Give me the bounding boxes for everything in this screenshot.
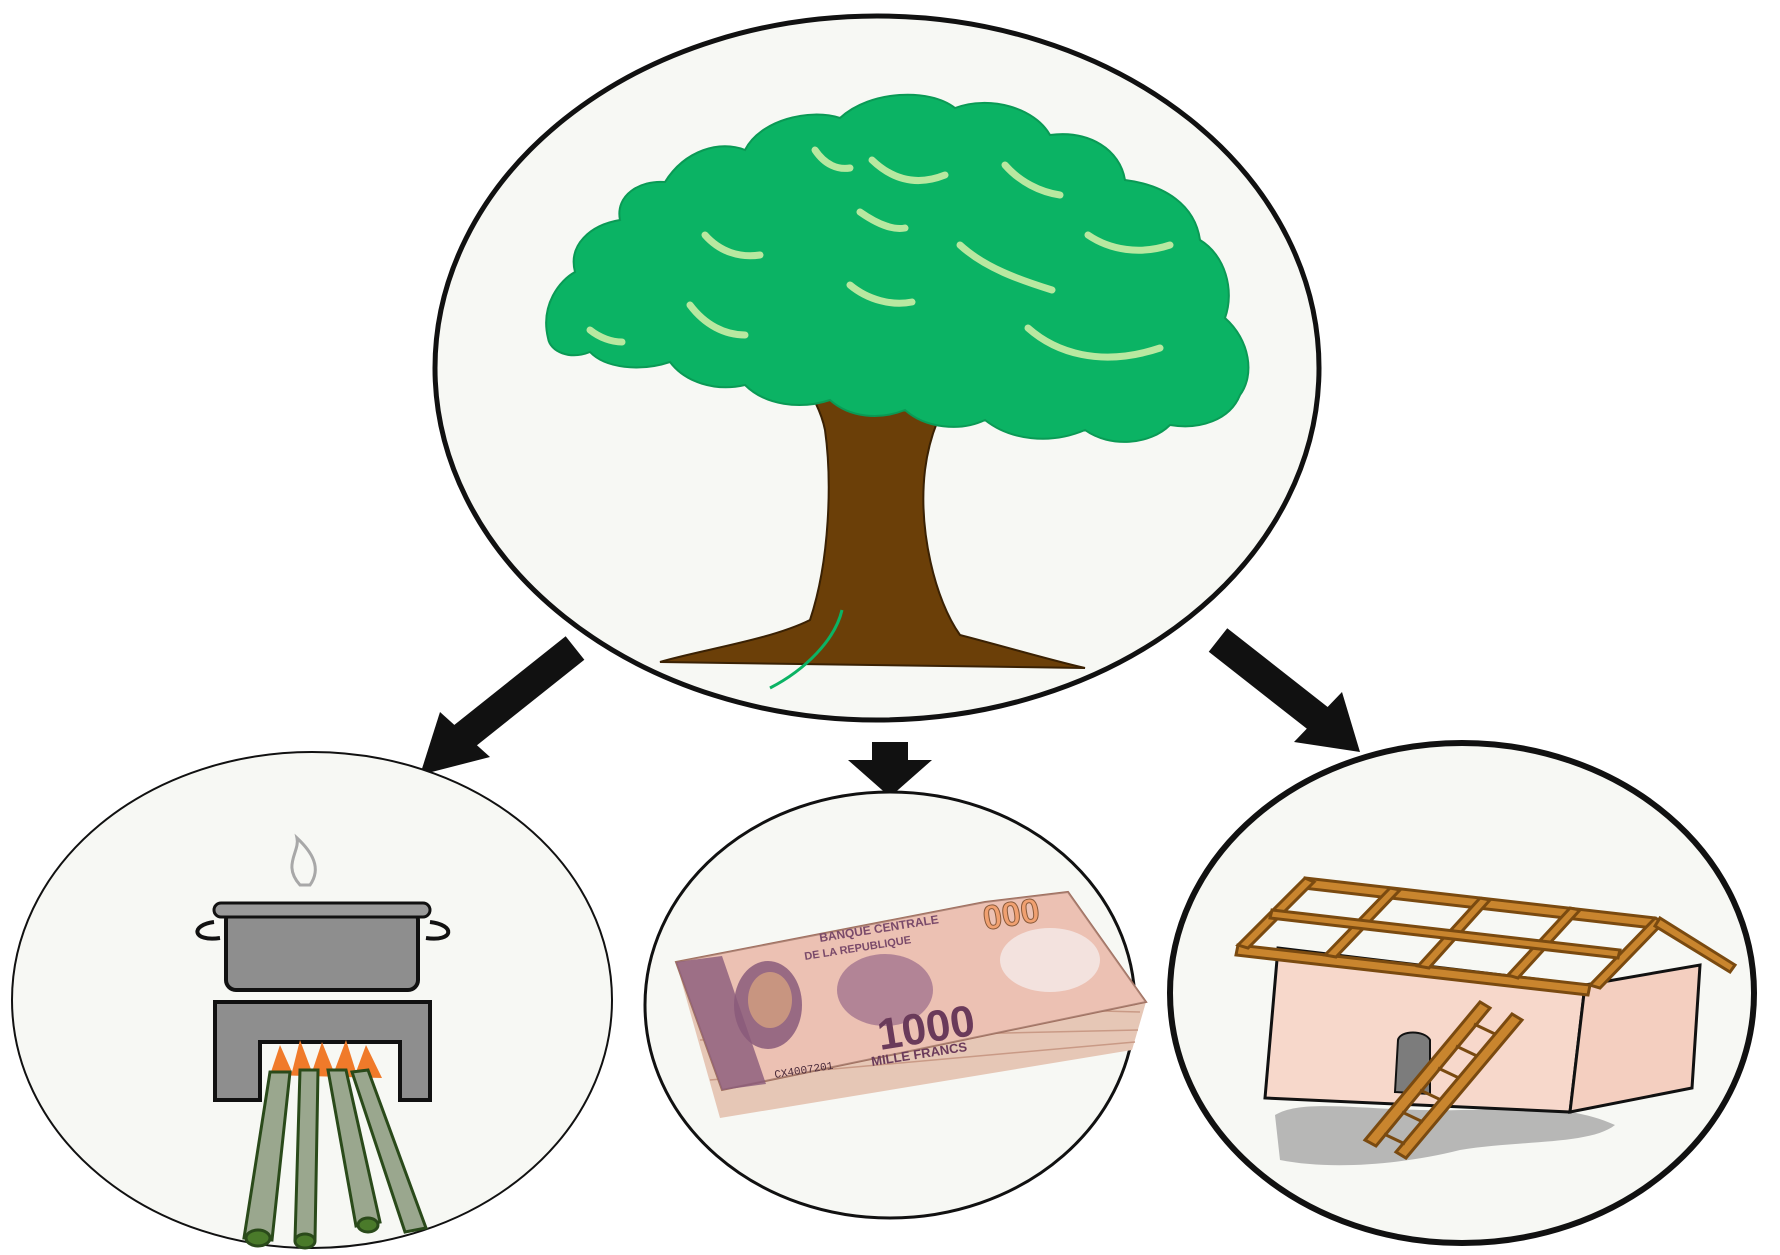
- house-side-wall: [1568, 963, 1702, 1114]
- node-building: [1167, 740, 1757, 1246]
- edge-tree-to-money: [848, 742, 932, 797]
- stack-side: [676, 962, 1146, 1118]
- foliage-highlights: [586, 146, 1174, 361]
- steam-icon: [290, 833, 317, 887]
- house-frame-icon: [1234, 876, 1738, 1166]
- banknotes-icon: BANQUE CENTRALE DE LA REPUBLIQUE 1000 00…: [674, 890, 1148, 1118]
- pot: [224, 908, 420, 992]
- banknote-band: [676, 956, 766, 1090]
- tree-icon: [545, 93, 1250, 690]
- node-tree: [432, 13, 1322, 723]
- ground-shadow: [1275, 1106, 1615, 1166]
- stove: [213, 1000, 432, 1102]
- cooking-fire-icon: [195, 833, 451, 1250]
- flame-icon: [270, 1040, 382, 1078]
- denomination-corner: 000: [980, 891, 1042, 937]
- arrowhead-middle: [848, 760, 932, 797]
- node-cooking: [11, 751, 613, 1250]
- node-money: BANQUE CENTRALE DE LA REPUBLIQUE 1000 00…: [643, 790, 1148, 1220]
- arrowhead-right: [1294, 692, 1360, 752]
- edge-tree-to-building: [1208, 628, 1360, 752]
- arrowhead-left: [420, 712, 490, 775]
- ladder: [1362, 1000, 1525, 1160]
- edge-tree-to-cooking: [420, 636, 585, 775]
- tree-root-line: [769, 609, 844, 690]
- roof-frame: [1234, 876, 1738, 997]
- firewood: [242, 1068, 429, 1250]
